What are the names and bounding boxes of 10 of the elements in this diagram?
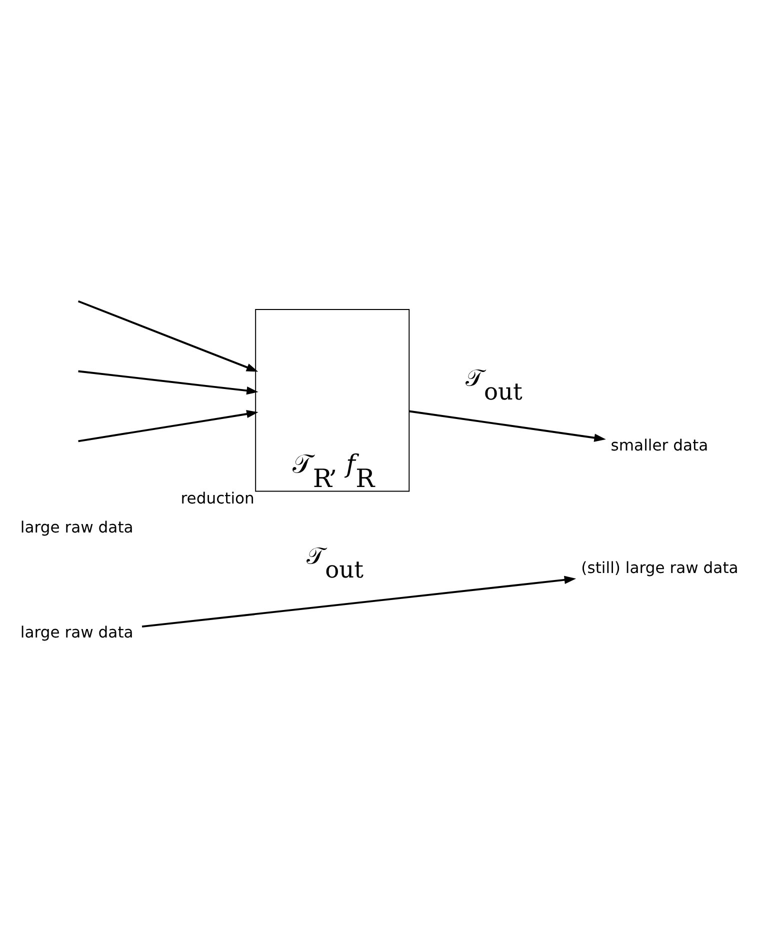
arrow	[78, 409, 258, 442]
node-text: large raw data	[20, 622, 134, 641]
node-label: reduction	[180, 489, 254, 508]
node-text: smaller data	[610, 436, 708, 454]
label: large raw data	[20, 518, 134, 536]
node-text: (still) large raw data	[581, 558, 738, 577]
arrow	[78, 370, 258, 394]
arrow	[78, 300, 258, 372]
arrow	[409, 410, 606, 442]
arrow	[142, 575, 576, 628]
